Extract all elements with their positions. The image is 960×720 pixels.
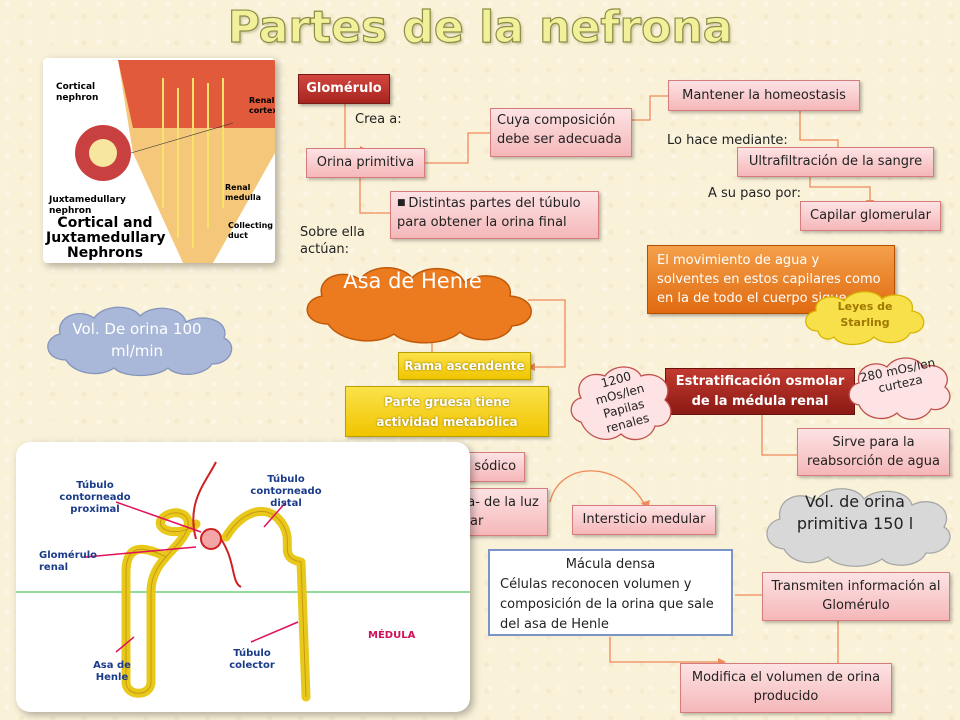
node-estratificacion: Estratificación osmolar de la médula ren… <box>665 368 855 415</box>
connector-ultra-capilar <box>809 177 871 200</box>
label-tubulo-colector: Túbulo colector <box>229 648 275 671</box>
node-modifica: Modifica el volumen de orina producido <box>680 663 892 713</box>
label-juxtamedullary: Juxtamedullary nephron <box>49 195 126 216</box>
connector-mantener-ultra <box>799 111 839 147</box>
vol-orina-cloud <box>47 306 233 377</box>
label-collecting-duct: Collecting duct <box>228 221 274 240</box>
papilas-cloud <box>570 366 672 441</box>
label-renal-cortex: Renal cortex <box>249 96 275 115</box>
label-a-su-paso-por: A su paso por: <box>708 186 801 201</box>
asa-henle-cloud <box>306 267 532 344</box>
node-rama-ascendente: Rama ascendente <box>398 352 531 380</box>
label-crea-a: Crea a: <box>355 112 402 127</box>
label-renal-medulla: Renal medulla <box>225 183 262 202</box>
connector-desde-intersticio <box>549 470 646 506</box>
connector-asa-rama <box>528 299 566 368</box>
label-tubulo-proximal: Túbulo contorneado proximal <box>59 480 131 515</box>
leyes-starling-cloud <box>805 291 925 346</box>
label-medula: MÉDULA <box>368 630 416 641</box>
node-intersticio: Intersticio medular <box>572 505 716 535</box>
node-vol-orina-primitiva: Vol. de orina primitiva 150 l <box>796 492 914 533</box>
corteza-cloud <box>848 357 951 420</box>
connector-cuya-mantener <box>632 95 668 121</box>
label-tubulo-distal: Túbulo contorneado distal <box>250 474 322 509</box>
label-lo-hace-mediante: Lo hace mediante: <box>667 133 788 148</box>
connector-orina-distintas <box>359 178 390 214</box>
macula-title: Mácula densa <box>565 557 656 572</box>
nephron-illustration <box>75 60 275 263</box>
node-distintas-partes: ■ Distintas partes del túbulo para obten… <box>390 191 599 239</box>
node-transmiten: Transmiten información al Glomérulo <box>762 572 950 621</box>
node-orina-primitiva: Orina primitiva <box>306 148 425 178</box>
node-cuya-composicion: Cuya composición debe ser adecuada <box>490 108 632 157</box>
bullet-icon: ■ <box>397 198 409 208</box>
node-capilar-glomerular: Capilar glomerular <box>800 201 941 231</box>
label-asa-henle: Asa de Henle <box>93 660 131 683</box>
node-ultrafiltracion: Ultrafiltración de la sangre <box>737 147 934 177</box>
node-glomerulo: Glomérulo <box>298 74 390 104</box>
node-vol-orina: Vol. De orina 100 ml/min <box>72 320 202 360</box>
glomerulo-icon <box>200 528 222 550</box>
node-macula-densa: Mácula densa Células reconocen volumen y… <box>488 549 733 636</box>
node-asa-de-henle: Asa de Henle <box>343 269 482 293</box>
label-cortical-nephron: Cortical nephron <box>56 82 99 103</box>
connector-estrat-sirve <box>761 412 797 456</box>
vol-orina-primitiva-cloud <box>766 488 951 567</box>
connector-orina-cuya <box>425 132 490 164</box>
connector-macula-modifica <box>609 637 718 663</box>
cortical-juxtamedullary-image: Cortical nephron Renal cortex Juxtamedul… <box>43 58 275 263</box>
label-glomerulo-renal: Glomérulo renal <box>39 550 98 573</box>
distintas-partes-text: Distintas partes del túbulo para obtener… <box>397 196 581 230</box>
label-sobre-ella-actuan: Sobre ella actúan: <box>300 225 365 257</box>
node-parte-gruesa: Parte gruesa tiene actividad metabólica <box>345 386 549 437</box>
node-mantener-homeostasis: Mantener la homeostasis <box>668 80 860 111</box>
node-sirve-para: Sirve para la reabsorción de agua <box>797 428 950 476</box>
node-leyes-starling: Leyes de Starling <box>837 300 893 329</box>
nephron-diagram-drawing <box>16 461 470 702</box>
nephron-diagram: Túbulo contorneado proximal Túbulo conto… <box>16 442 470 712</box>
page-title: Partes de la nefrona <box>227 1 733 53</box>
image-caption: Cortical and Juxtamedullary Nephrons <box>46 215 166 261</box>
macula-body: Células reconocen volumen y composición … <box>500 577 714 632</box>
